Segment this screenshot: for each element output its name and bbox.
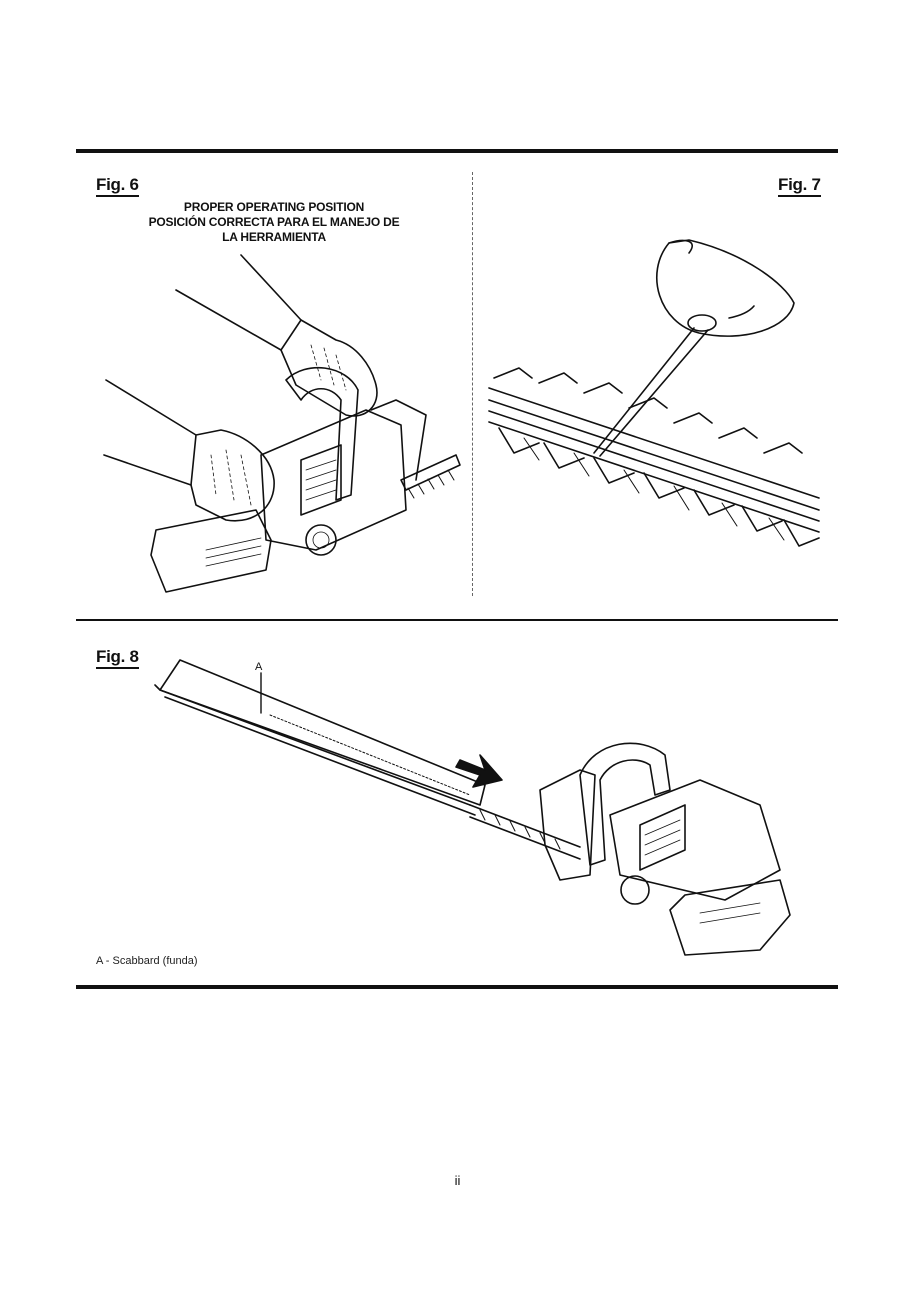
fig6-label: Fig. 6 xyxy=(96,176,139,197)
fig8-legend: A - Scabbard (funda) xyxy=(96,955,198,967)
operating-position-illustration xyxy=(96,250,466,600)
fig6-caption-line-2: POSICIÓN CORRECTA PARA EL MANEJO DE xyxy=(140,215,408,230)
top-rule xyxy=(76,149,838,153)
fig8-label: Fig. 8 xyxy=(96,648,139,669)
blade-lubrication-illustration xyxy=(484,228,824,584)
figure-divider xyxy=(472,172,473,596)
fig6-caption-line-1: PROPER OPERATING POSITION xyxy=(140,200,408,215)
middle-rule xyxy=(76,619,838,621)
fig6-caption-line-3: LA HERRAMIENTA xyxy=(140,230,408,245)
fig6-caption: PROPER OPERATING POSITION POSICIÓN CORRE… xyxy=(140,200,408,245)
scabbard-illustration xyxy=(140,655,800,970)
fig7-label: Fig. 7 xyxy=(778,176,821,197)
page-number: ii xyxy=(0,1173,915,1188)
bottom-rule xyxy=(76,985,838,989)
